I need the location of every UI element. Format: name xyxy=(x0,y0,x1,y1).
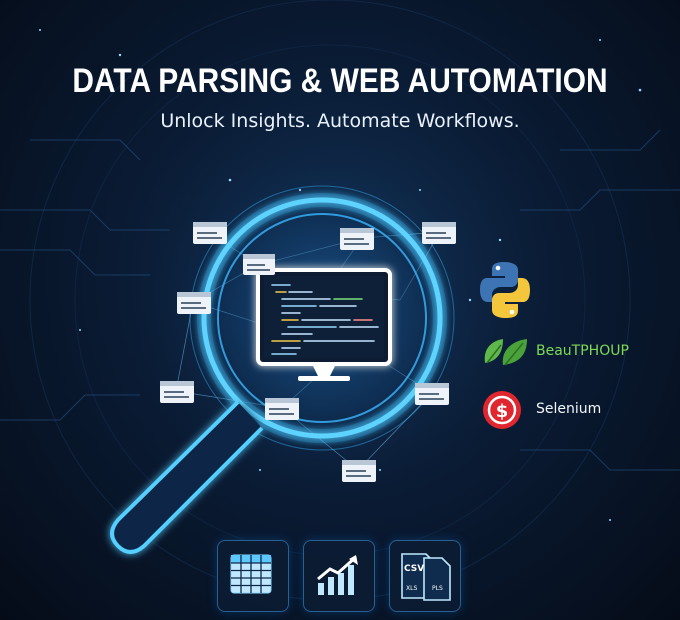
webpage-icon xyxy=(422,222,456,244)
webpage-icon xyxy=(340,228,374,250)
webpage-icon xyxy=(160,381,194,403)
monitor-icon xyxy=(256,268,392,381)
page-title: DATA PARSING & WEB AUTOMATION xyxy=(72,62,608,100)
code-snippet xyxy=(271,284,379,355)
growth-chart-icon xyxy=(317,555,358,595)
csv-xls-files-icon xyxy=(401,553,451,601)
selenium-logo-icon: $ xyxy=(483,391,521,429)
python-logo-icon xyxy=(480,262,530,318)
webpage-icon xyxy=(177,292,211,314)
svg-text:$: $ xyxy=(496,401,509,422)
webpage-icon xyxy=(415,383,449,405)
csv-file-label: CSV xyxy=(404,564,425,574)
webpage-icon xyxy=(265,398,299,420)
webpage-icon xyxy=(342,460,376,482)
beautifulsoup-label: BeauTPHOUP xyxy=(536,343,629,359)
spreadsheet-table-icon xyxy=(230,554,272,594)
webpage-icon xyxy=(243,254,275,275)
webpage-icon xyxy=(193,222,227,244)
pls-file-label: PLS xyxy=(432,585,443,592)
webpage-icons xyxy=(160,222,456,482)
selenium-label: Selenium xyxy=(536,401,602,417)
xls-file-label: XLS xyxy=(406,585,418,592)
leaf-logo-icon xyxy=(484,339,527,366)
page-subtitle: Unlock Insights. Automate Workflows. xyxy=(160,110,520,132)
